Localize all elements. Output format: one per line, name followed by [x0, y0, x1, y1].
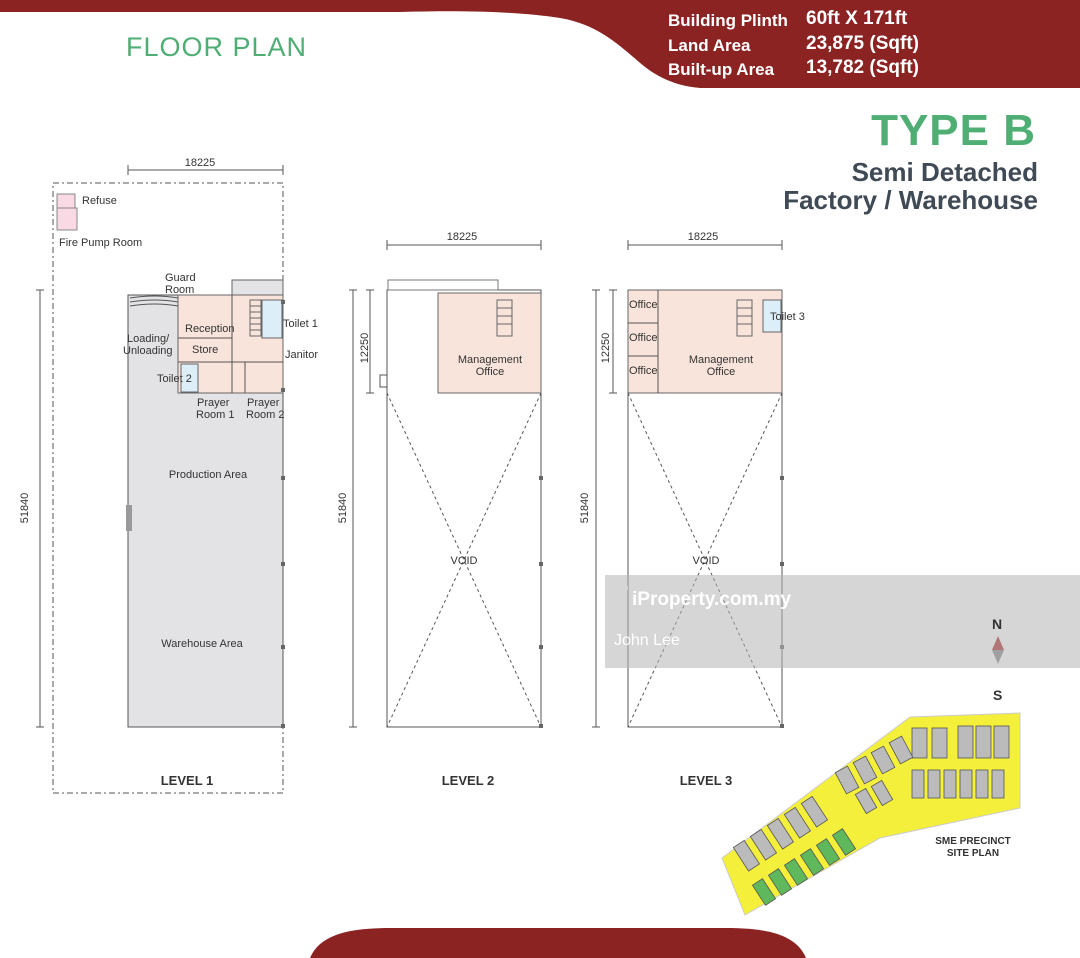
refuse-room: [56, 193, 76, 209]
level2-width-dim: 18225: [447, 231, 478, 243]
level3-width-dim: 18225: [688, 231, 719, 243]
level2-length-dim: 51840: [337, 493, 349, 524]
level3-office-label-1: Office: [629, 299, 658, 311]
spec-label-plinth: Building Plinth: [668, 11, 788, 30]
watermark-agent: John Lee: [614, 632, 680, 649]
toilet2-label: Toilet 2: [157, 373, 192, 385]
level1-toilet2: [180, 363, 199, 393]
level1-toilet1: [261, 299, 283, 339]
level3-void-label: VOID: [693, 555, 720, 567]
compass-north: N: [992, 616, 1003, 632]
level3-office-label-2: Office: [629, 332, 658, 344]
level3-office-dim: 12250: [600, 333, 612, 364]
watermark-brand: iProperty.com.my: [632, 589, 792, 610]
site-plan-label-1: SME PRECINCT: [935, 836, 1011, 847]
spec-value-builtup: 13,782 (Sqft): [806, 57, 919, 78]
bottom-banner: [310, 928, 806, 958]
level2-management-label-2: Office: [476, 366, 505, 378]
level2-management-label-1: Management: [458, 354, 522, 366]
level1-width-dim: 18225: [185, 157, 216, 169]
level2-management-office: [437, 292, 542, 394]
level2-void-label: VOID: [451, 555, 478, 567]
guard-room-label-2: Room: [165, 284, 194, 296]
level3-length-dim: 51840: [579, 493, 591, 524]
level3-management-label-1: Management: [689, 354, 753, 366]
production-area-label: Production Area: [169, 469, 248, 481]
top-banner: [0, 0, 1080, 88]
fire-pump-room: [56, 207, 78, 231]
level3-office-block: [627, 289, 783, 394]
level2-office-dim: 12250: [359, 333, 371, 364]
janitor-label: Janitor: [285, 349, 318, 361]
level3-toilet3: [762, 299, 782, 333]
spec-value-land: 23,875 (Sqft): [806, 32, 919, 54]
level3-management-label-2: Office: [707, 366, 736, 378]
level1-label: LEVEL 1: [161, 773, 214, 788]
spec-label-builtup: Built-up Area: [668, 60, 775, 79]
type-subtitle-line2: Factory / Warehouse: [783, 185, 1038, 215]
type-subtitle: Semi Detached Factory / Warehouse: [783, 158, 1038, 214]
level3-office-label-3: Office: [629, 365, 658, 377]
prayer-room1-label-1: Prayer: [197, 397, 230, 409]
refuse-label: Refuse: [82, 195, 117, 207]
level2-label: LEVEL 2: [442, 773, 495, 788]
level3-label: LEVEL 3: [680, 773, 733, 788]
store-label: Store: [192, 344, 218, 356]
type-subtitle-line1: Semi Detached: [851, 157, 1038, 187]
spec-label-land: Land Area: [668, 35, 751, 55]
reception-label: Reception: [185, 323, 235, 335]
toilet1-label: Toilet 1: [283, 318, 318, 330]
prayer-room1-label-2: Room 1: [196, 409, 235, 421]
level1-length-dim: 51840: [19, 493, 31, 524]
compass-south: S: [993, 687, 1003, 703]
prayer-room2-label-1: Prayer: [247, 397, 280, 409]
loading-label-1: Loading/: [127, 333, 170, 345]
level3-toilet3-label: Toilet 3: [770, 311, 805, 323]
watermark-band: [605, 575, 1080, 668]
prayer-room2-label-2: Room 2: [246, 409, 285, 421]
fire-pump-label: Fire Pump Room: [59, 237, 142, 249]
spec-labels: Building Plinth Land Area Built-up Area: [668, 9, 788, 83]
site-plan: [721, 712, 1021, 916]
guard-room-label-1: Guard: [165, 272, 196, 284]
spec-value-plinth: 60ft X 171ft: [806, 8, 908, 29]
level1-guard-room: [231, 279, 284, 296]
warehouse-area-label: Warehouse Area: [161, 638, 243, 650]
site-plan-label-2: SITE PLAN: [946, 848, 1000, 859]
spec-values: 60ft X 171ft 23,875 (Sqft) 13,782 (Sqft): [806, 7, 919, 81]
loading-label-2: Unloading: [123, 345, 173, 357]
type-title: TYPE B: [871, 106, 1036, 155]
site-plan-label: SME PRECINCT SITE PLAN: [923, 836, 1023, 860]
floor-plan-title: FLOOR PLAN: [126, 32, 308, 62]
